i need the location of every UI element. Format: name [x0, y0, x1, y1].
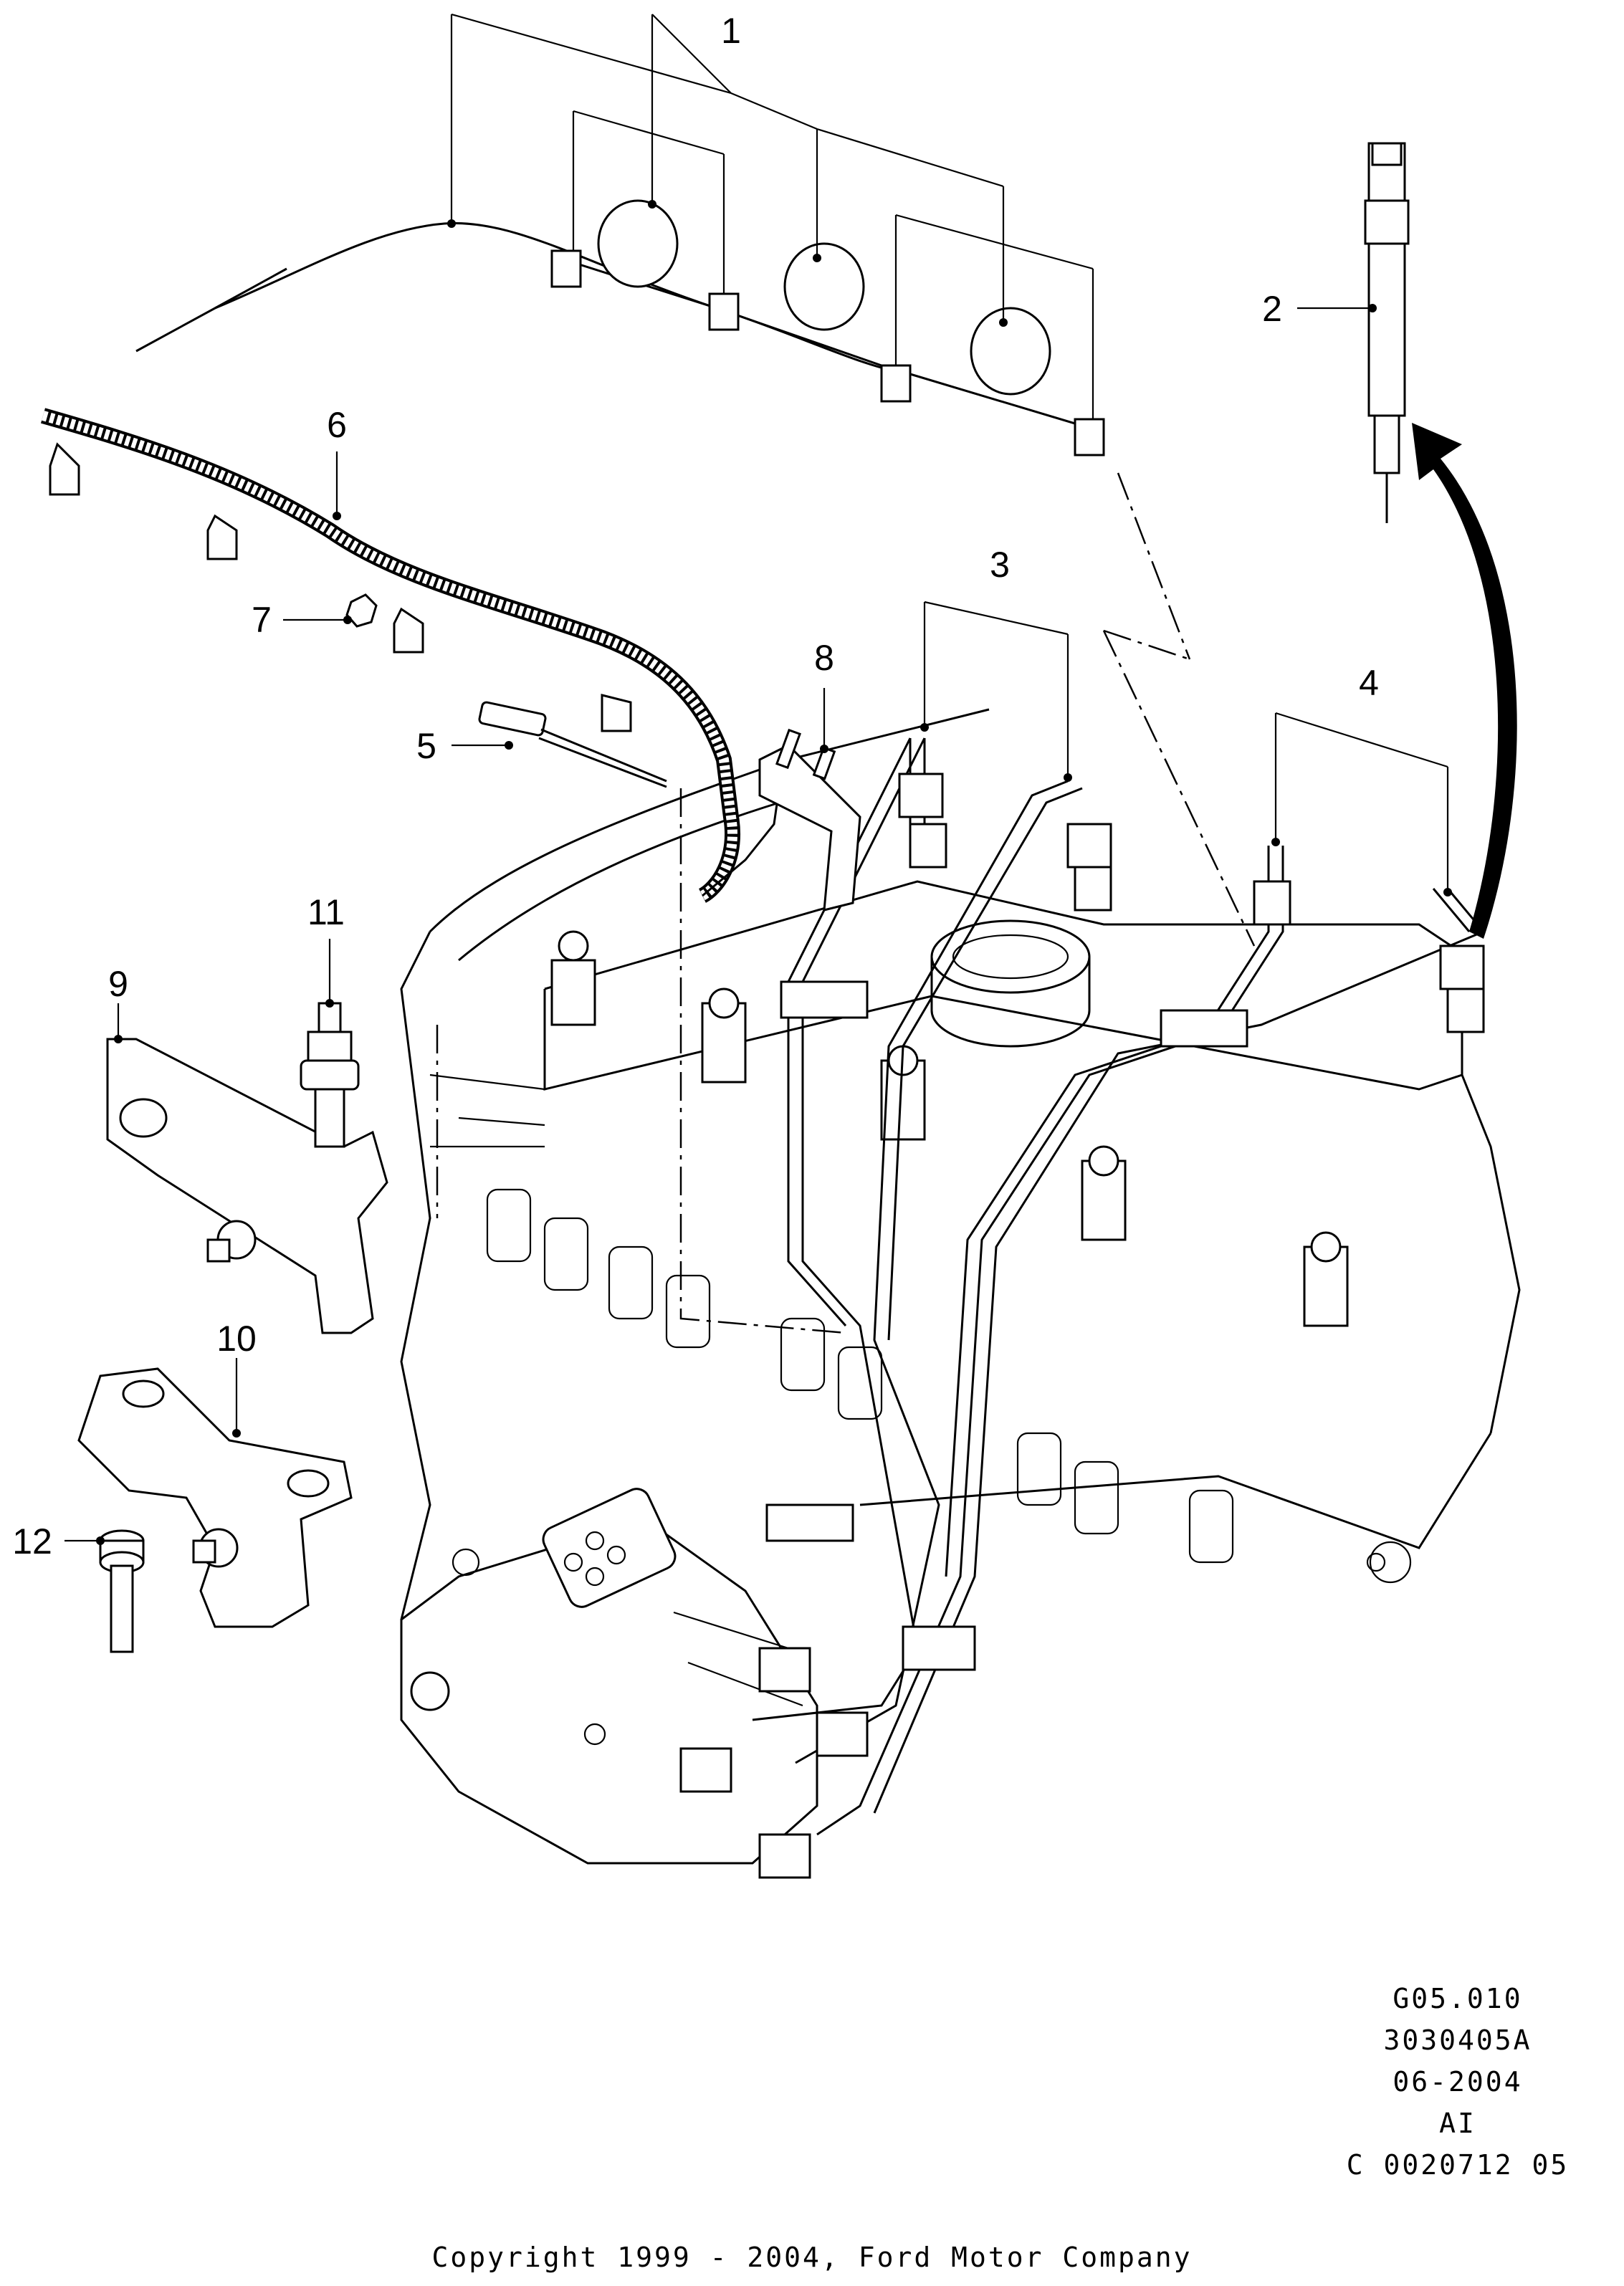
drawing-reference: C 0020712 05 [1346, 2149, 1570, 2181]
drawing-revision: AI [1439, 2108, 1476, 2139]
callout-8: 8 [814, 638, 834, 678]
callout-9: 9 [108, 964, 128, 1004]
assembly-guide-lines [436, 472, 1256, 1334]
callout-12: 12 [12, 1521, 52, 1562]
callout-5: 5 [416, 726, 436, 766]
callout-1-leaders [447, 13, 1094, 419]
drawing-info-block: G05.010 3030405A 06-2004 AI C 0020712 05 [1329, 1978, 1587, 2186]
drawing-code: G05.010 [1393, 1983, 1523, 2014]
bolt-part-12 [99, 1529, 145, 1653]
wiring-harness-part-6 [40, 408, 783, 903]
nut-part-7 [345, 593, 378, 628]
callout-1: 1 [721, 11, 741, 51]
bracket-part-9 [106, 1038, 388, 1334]
leak-off-pipes [135, 199, 1105, 456]
oil-filler-cap [930, 919, 1091, 1048]
injection-pump [400, 1488, 818, 1865]
callout-6: 6 [327, 405, 347, 445]
install-arrow [1412, 423, 1517, 939]
callout-2: 2 [1262, 289, 1282, 329]
manifold-ports [486, 1188, 1412, 1584]
engine-block [400, 708, 1521, 1865]
rocker-bosses [550, 930, 1349, 1327]
drawing-number: 3030405A [1383, 2024, 1532, 2056]
callout-10: 10 [216, 1319, 257, 1359]
copyright-notice: Copyright 1999 - 2004, Ford Motor Compan… [431, 2242, 1193, 2273]
bracket-part-10 [77, 1367, 353, 1628]
injector-pipes [679, 737, 1486, 1879]
callout-7: 7 [252, 600, 272, 640]
callout-3-leaders [920, 601, 1072, 782]
callout-4: 4 [1359, 663, 1379, 703]
glow-plug-part-5 [478, 701, 667, 788]
callout-11: 11 [307, 892, 345, 932]
stud-bracket-part-8 [758, 728, 861, 912]
callout-4-leaders [1271, 712, 1452, 896]
drawing-date: 06-2004 [1393, 2066, 1523, 2098]
injector-part-2 [1364, 142, 1410, 523]
sensor-part-11 [300, 1002, 360, 1148]
callout-3: 3 [990, 545, 1010, 585]
